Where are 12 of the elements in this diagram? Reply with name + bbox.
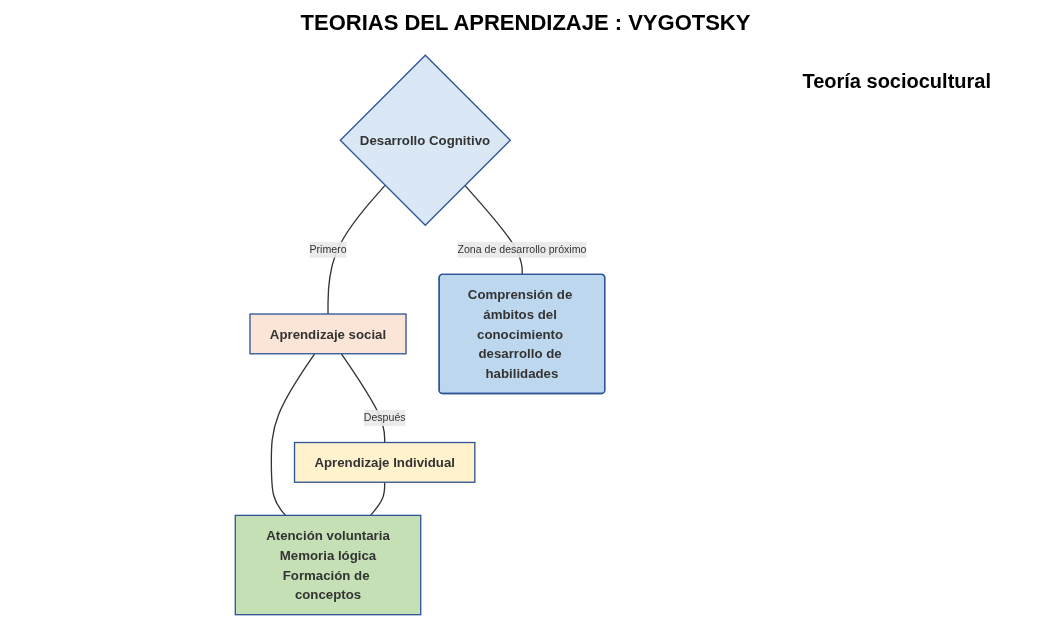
connector [369, 481, 386, 516]
connector [327, 184, 386, 315]
edge-label: Zona de desarrollo próximo [457, 243, 587, 256]
node-box: Aprendizaje social [249, 313, 407, 355]
node-box: Aprendizaje Individual [293, 441, 476, 483]
node-diamond: Desarrollo Cognitivo [339, 54, 512, 227]
title: TEORIAS DEL APRENDIZAJE : VYGOTSKY [299, 10, 752, 36]
edge-label: Después [363, 412, 406, 424]
edge-label: Primero [309, 243, 347, 256]
note-text: Teoría sociocultural [802, 70, 991, 93]
connector [270, 353, 316, 516]
node-box: Atención voluntaria Memoria lógica Formación de conceptos [234, 514, 422, 616]
